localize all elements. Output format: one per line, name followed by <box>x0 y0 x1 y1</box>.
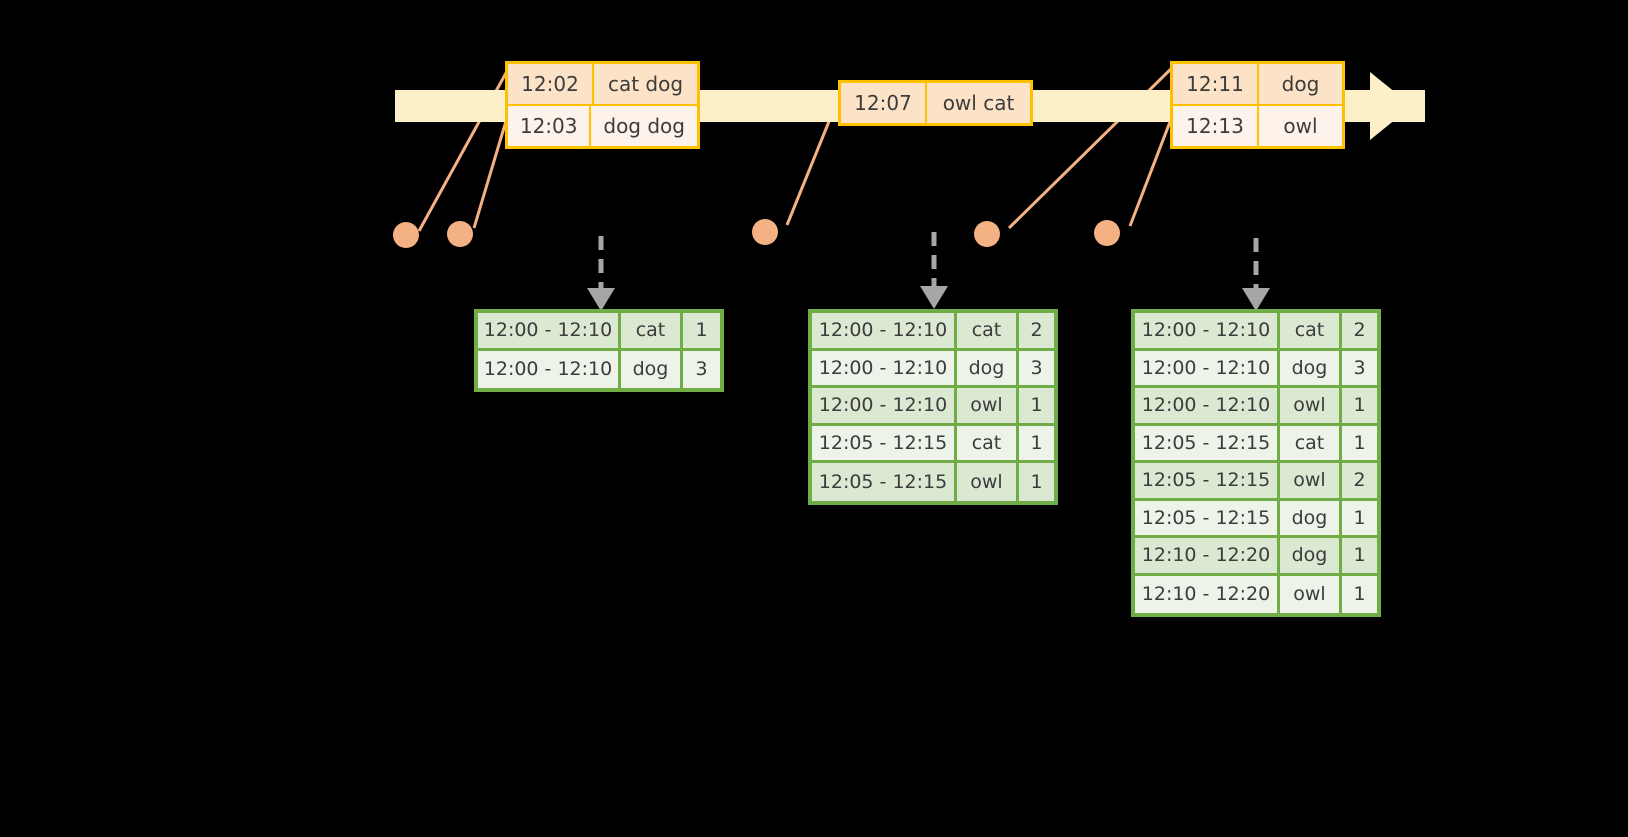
table-cell-word: owl <box>957 463 1019 501</box>
table-cell-word: cat <box>621 313 683 351</box>
table-cell-window: 12:05 - 12:15 <box>1135 463 1280 501</box>
table-cell-word: dog <box>1280 350 1342 388</box>
event-time: 12:11 <box>1173 64 1259 104</box>
table-cell-word: cat <box>957 425 1019 463</box>
table-pointer-arrows <box>598 232 1259 290</box>
table-cell-window: 12:05 - 12:15 <box>1135 500 1280 538</box>
table-cell-count: 1 <box>1342 426 1377 463</box>
table-cell-window: 12:05 - 12:15 <box>812 425 957 463</box>
event-connector-dots <box>393 219 1120 248</box>
event-time: 12:02 <box>508 64 594 104</box>
dashed-arrowhead-3 <box>1242 288 1270 311</box>
connector-dot-4 <box>974 221 1000 247</box>
table-cell-word: dog <box>1280 500 1342 538</box>
table-cell-window: 12:00 - 12:10 <box>1135 313 1280 351</box>
connector-dot-2 <box>447 221 473 247</box>
table-cell-count: 1 <box>683 313 720 351</box>
timeline-event-row[interactable]: 12:03 dog dog <box>508 104 697 146</box>
timeline-event-box-3[interactable]: 12:11 dog 12:13 owl <box>1170 61 1345 149</box>
table-cell-window: 12:00 - 12:10 <box>1135 350 1280 388</box>
timeline-event-box-1[interactable]: 12:02 cat dog 12:03 dog dog <box>505 61 700 149</box>
event-time: 12:03 <box>508 106 592 146</box>
table-cell-word: cat <box>1280 313 1342 351</box>
table-cell-word: owl <box>1280 388 1342 426</box>
timeline-event-row[interactable]: 12:02 cat dog <box>508 64 697 104</box>
connector-dot-1 <box>393 222 419 248</box>
table-cell-count: 1 <box>1342 538 1377 576</box>
table-cell-word: dog <box>957 350 1019 388</box>
table-cell-count: 3 <box>1342 351 1377 388</box>
table-cell-word: owl <box>957 388 1019 426</box>
event-words: dog dog <box>603 114 685 138</box>
table-cell-count: 1 <box>1353 583 1366 606</box>
event-words: dog <box>1281 72 1320 96</box>
timeline-event-row[interactable]: 12:07 owl cat <box>841 83 1030 123</box>
connector-line-4 <box>1007 60 1180 230</box>
table-cell-word: owl <box>1280 575 1342 613</box>
event-words: owl <box>1283 114 1318 138</box>
table-cell-count: 3 <box>1019 351 1054 388</box>
table-cell-window: 12:00 - 12:10 <box>812 388 957 426</box>
table-cell-count: 3 <box>695 358 708 381</box>
table-cell-window: 12:10 - 12:20 <box>1135 538 1280 576</box>
table-cell-count: 1 <box>1019 426 1054 463</box>
event-words: owl cat <box>942 91 1015 115</box>
timeline-event-row[interactable]: 12:13 owl <box>1173 104 1342 146</box>
table-cell-count: 2 <box>1019 313 1054 351</box>
table-cell-count: 1 <box>1342 388 1377 426</box>
timeline-event-box-2[interactable]: 12:07 owl cat <box>838 80 1033 126</box>
event-words: cat dog <box>607 72 684 96</box>
table-cell-window: 12:05 - 12:15 <box>812 463 957 501</box>
table-cell-count: 2 <box>1342 463 1377 501</box>
table-cell-window: 12:10 - 12:20 <box>1135 575 1280 613</box>
table-cell-word: dog <box>1280 538 1342 576</box>
table-cell-count: 1 <box>1019 388 1054 426</box>
table-cell-window: 12:05 - 12:15 <box>1135 425 1280 463</box>
table-cell-count: 1 <box>1342 501 1377 538</box>
timeline-event-row[interactable]: 12:11 dog <box>1173 64 1342 104</box>
event-time: 12:13 <box>1173 106 1259 146</box>
table-cell-word: cat <box>1280 425 1342 463</box>
table-cell-word: dog <box>621 350 683 388</box>
connector-dot-5 <box>1094 220 1120 246</box>
connector-dot-3 <box>752 219 778 245</box>
table-cell-count: 1 <box>1030 470 1043 493</box>
table-cell-window: 12:00 - 12:10 <box>812 313 957 351</box>
table-cell-word: owl <box>1280 463 1342 501</box>
table-cell-window: 12:00 - 12:10 <box>1135 388 1280 426</box>
table-cell-count: 2 <box>1342 313 1377 351</box>
table-cell-word: cat <box>957 313 1019 351</box>
table-cell-window: 12:00 - 12:10 <box>478 350 621 388</box>
dashed-arrowhead-2 <box>920 286 948 309</box>
table-pointer-arrowheads <box>587 286 1270 311</box>
table-cell-window: 12:00 - 12:10 <box>478 313 621 351</box>
table-cell-window: 12:00 - 12:10 <box>812 350 957 388</box>
dashed-arrowhead-1 <box>587 288 615 311</box>
event-time: 12:07 <box>841 83 927 123</box>
